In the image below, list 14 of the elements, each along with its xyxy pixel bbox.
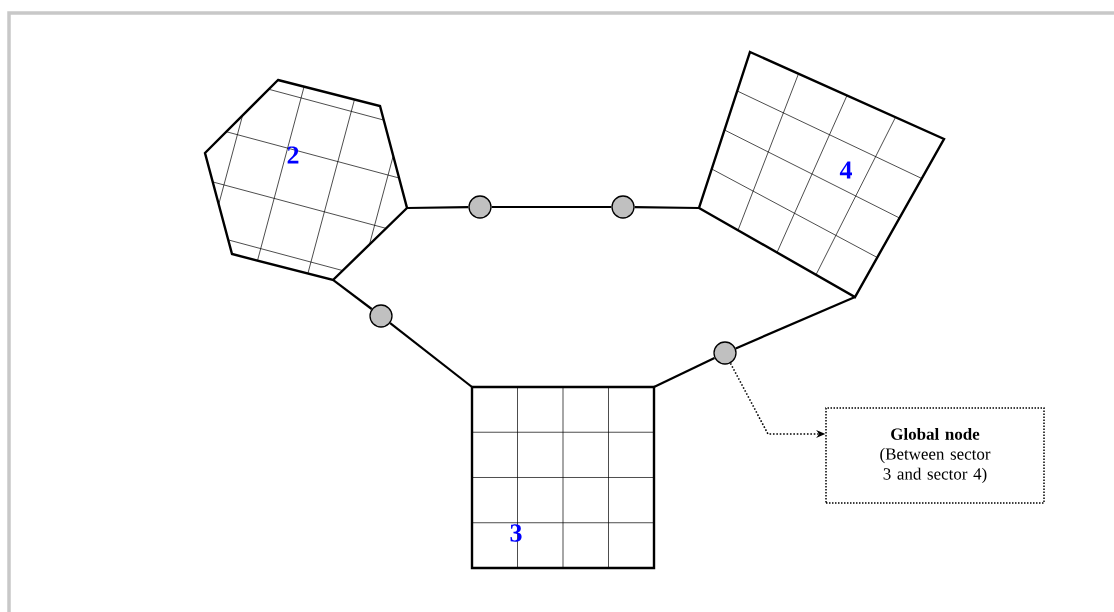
connector-line (491, 205, 612, 209)
connector-line (332, 279, 373, 310)
junction-circle (713, 341, 737, 365)
junction-circle (611, 195, 635, 219)
junction-circle (468, 195, 492, 219)
connector-line (634, 206, 699, 210)
sector-grid: 4 (697, 50, 946, 299)
connector-line (389, 322, 473, 388)
connector-line (735, 296, 856, 350)
connector-line (407, 206, 469, 210)
connector-line (653, 357, 715, 388)
sector-grid: 2 (203, 78, 409, 282)
note-box: Global node (Between sector 3 and sector 4) (825, 407, 1045, 504)
junction-circle (369, 304, 393, 328)
